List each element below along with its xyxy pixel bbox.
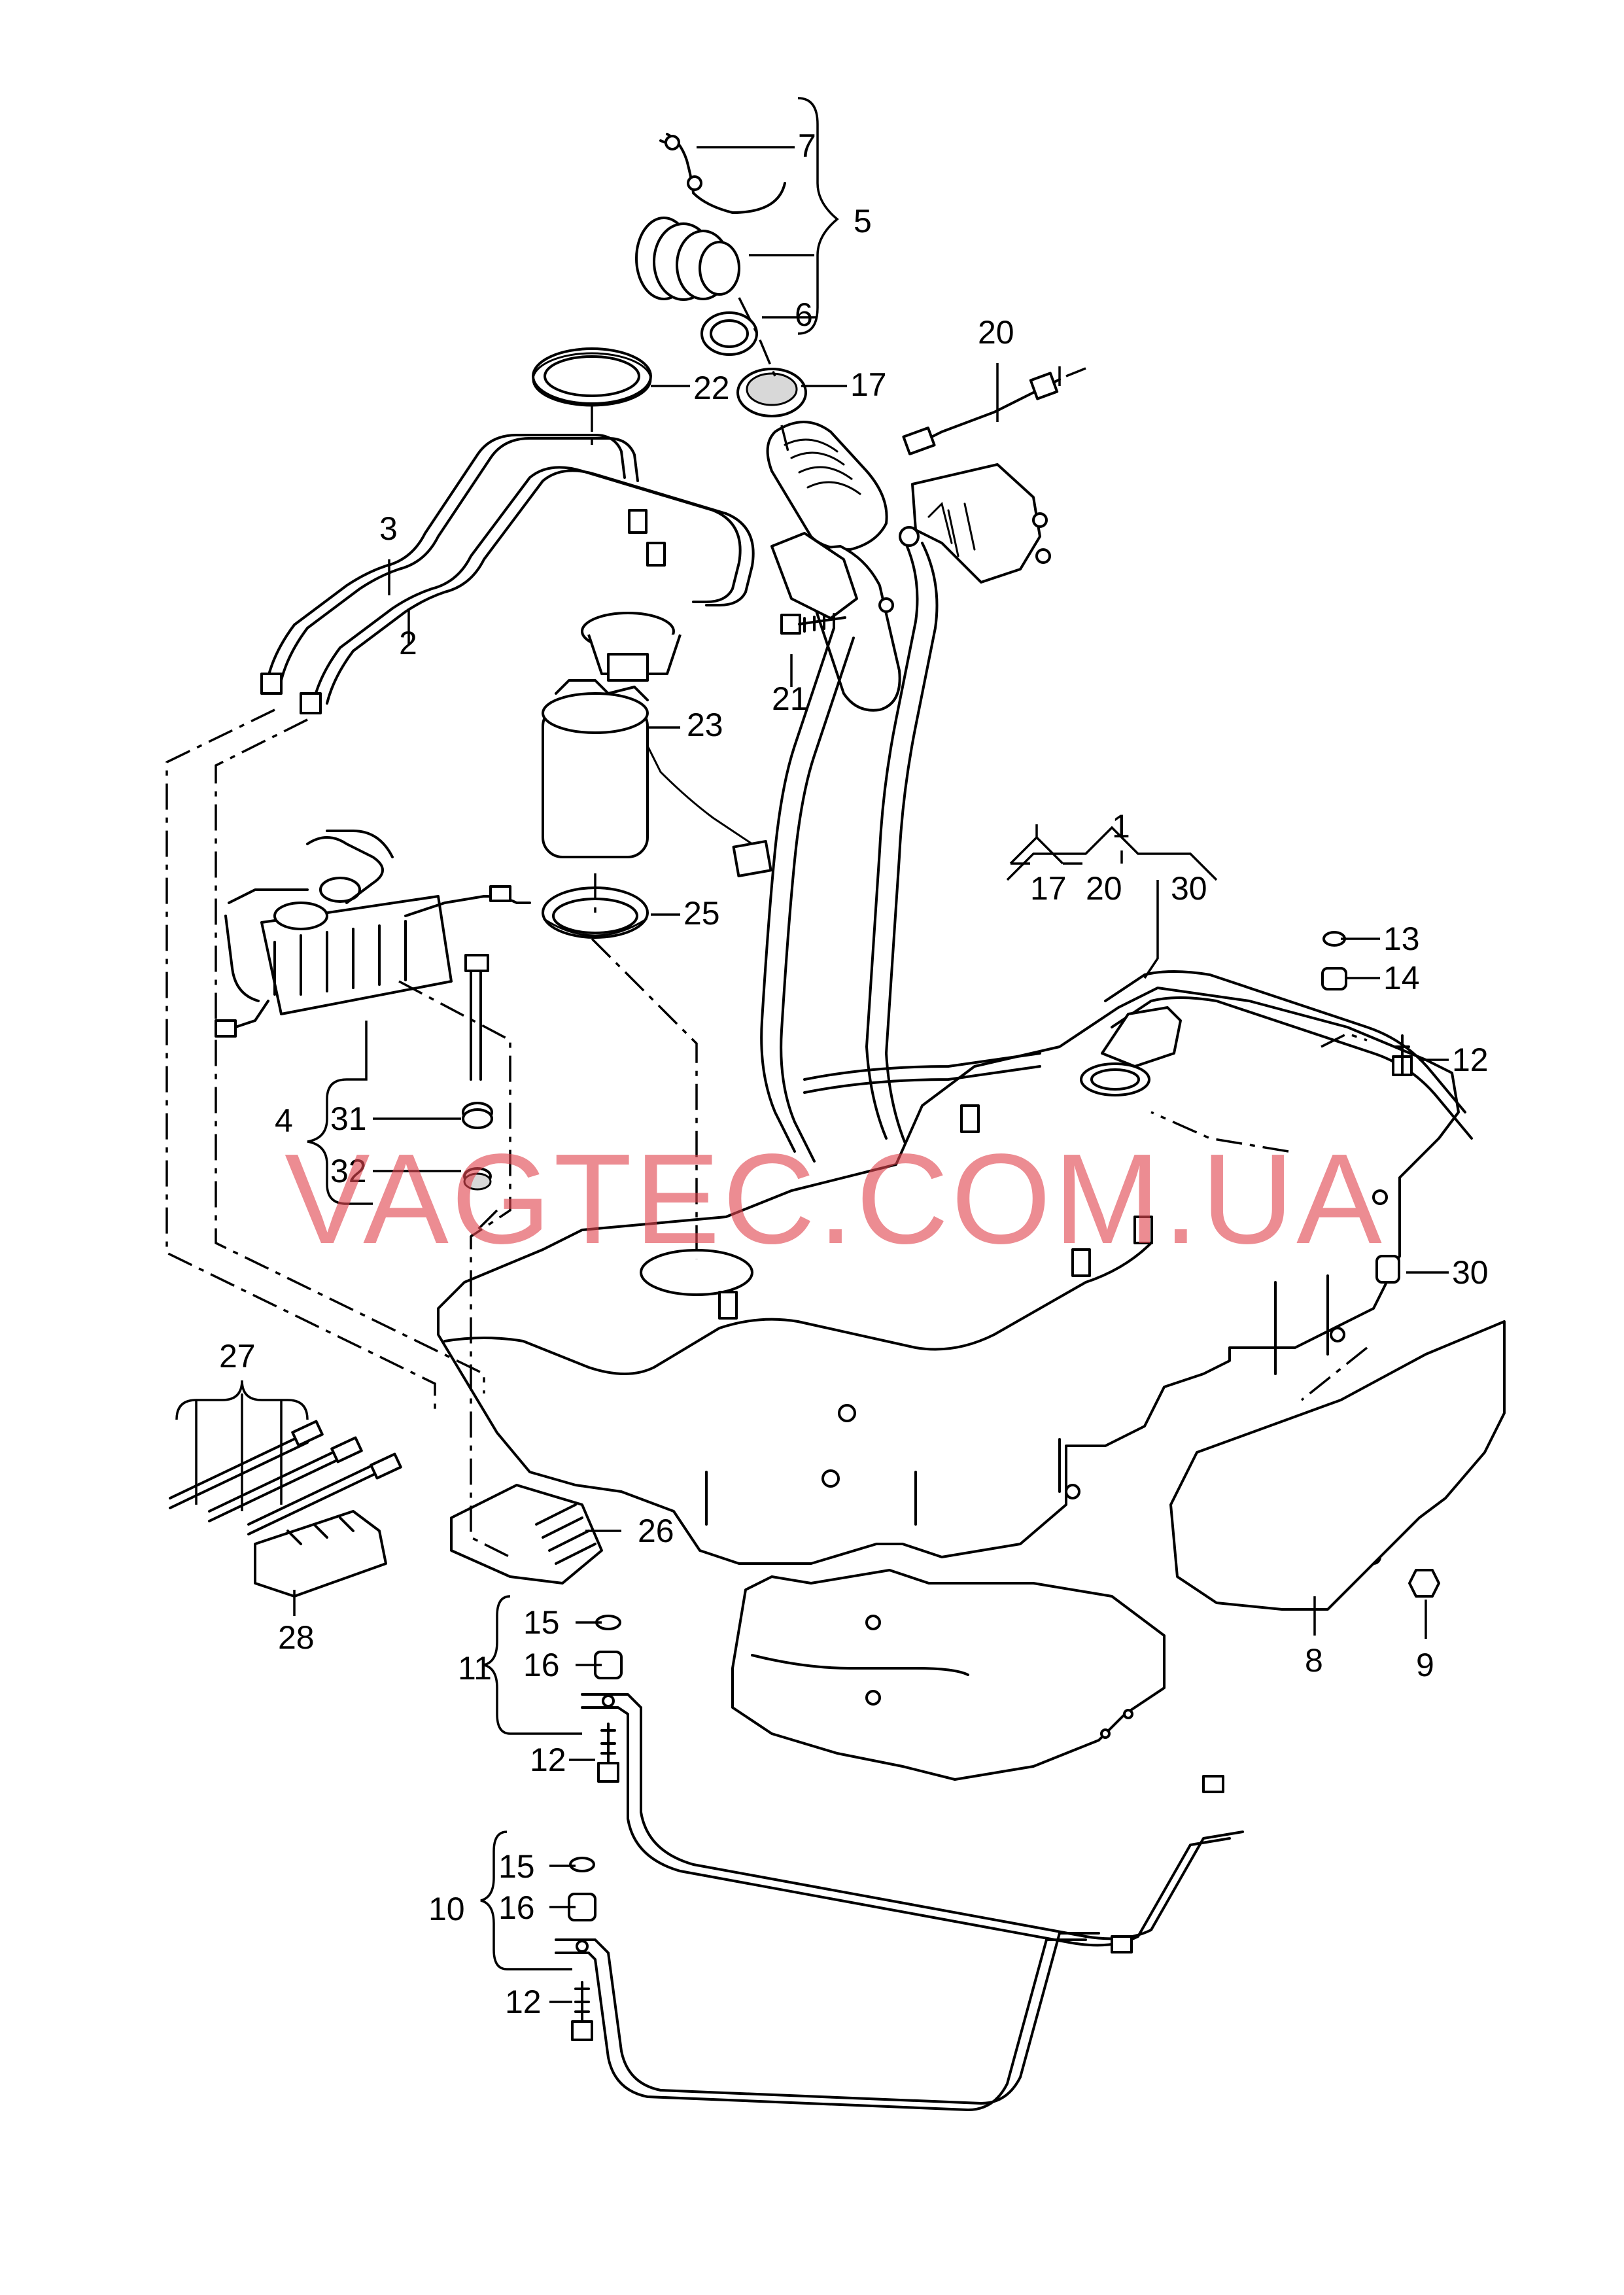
callout-7: 7 — [798, 128, 816, 164]
fuel-tank-1 — [437, 970, 1473, 1565]
fasteners — [568, 931, 1440, 2041]
callout-26: 26 — [638, 1513, 674, 1549]
callout-15-a: 15 — [523, 1604, 560, 1641]
callout-6: 6 — [795, 296, 813, 333]
connection-lines — [165, 297, 1368, 1558]
callout-2: 2 — [399, 625, 417, 661]
callout-27: 27 — [219, 1338, 256, 1375]
callout-32: 32 — [330, 1153, 367, 1189]
callout-30-group: 30 — [1171, 870, 1207, 907]
strap-10 — [555, 1932, 1133, 2111]
callout-5: 5 — [854, 203, 872, 239]
callout-21: 21 — [772, 680, 808, 717]
lines-27-holder-28 — [169, 1420, 402, 1598]
strap-11 — [581, 1693, 1244, 1947]
callout-28: 28 — [278, 1619, 315, 1656]
callout-25: 25 — [683, 895, 720, 932]
sensor-20 — [902, 366, 1086, 455]
callout-12-mid: 12 — [530, 1742, 566, 1778]
callout-17-group: 17 — [1030, 870, 1067, 907]
callout-1: 1 — [1112, 808, 1130, 845]
callout-8: 8 — [1305, 1642, 1323, 1679]
charcoal-canister-4 — [215, 830, 531, 1081]
watermark-text: VAGTEC.COM.UA — [285, 1127, 1385, 1270]
callout-11: 11 — [458, 1650, 492, 1687]
callout-22: 22 — [693, 370, 730, 406]
callout-labels: 7 5 6 17 22 20 3 2 21 23 25 1 17 20 30 1… — [219, 128, 1489, 2020]
callout-30: 30 — [1452, 1254, 1489, 1291]
callout-4: 4 — [275, 1102, 293, 1139]
callout-16-b: 16 — [498, 1889, 535, 1926]
callout-23: 23 — [687, 707, 723, 743]
fuel-lines — [260, 434, 755, 714]
filler-cap-assembly — [635, 133, 807, 417]
filler-neck — [760, 421, 1051, 1163]
callout-31: 31 — [330, 1100, 367, 1137]
clips-31-32 — [462, 1102, 493, 1191]
callout-12-low: 12 — [505, 1984, 542, 2020]
bolt-21 — [780, 613, 846, 635]
callout-9: 9 — [1416, 1647, 1434, 1683]
callout-17: 17 — [850, 366, 887, 403]
callout-20: 20 — [978, 314, 1014, 351]
heat-shield-8 — [1169, 1320, 1506, 1611]
callout-12-top: 12 — [1452, 1042, 1489, 1078]
callout-3: 3 — [379, 510, 398, 547]
callout-15-b: 15 — [498, 1848, 535, 1885]
callout-10: 10 — [428, 1891, 465, 1927]
callout-14: 14 — [1383, 960, 1420, 996]
callout-16-a: 16 — [523, 1647, 560, 1683]
lower-heat-shield — [731, 1569, 1166, 1781]
callout-20-group: 20 — [1086, 870, 1122, 907]
fuel-pump-23 — [542, 612, 772, 877]
leader-lines — [175, 97, 1449, 2003]
locking-ring-22 — [532, 347, 652, 407]
connector-26 — [450, 1484, 603, 1585]
callout-13: 13 — [1383, 920, 1420, 957]
